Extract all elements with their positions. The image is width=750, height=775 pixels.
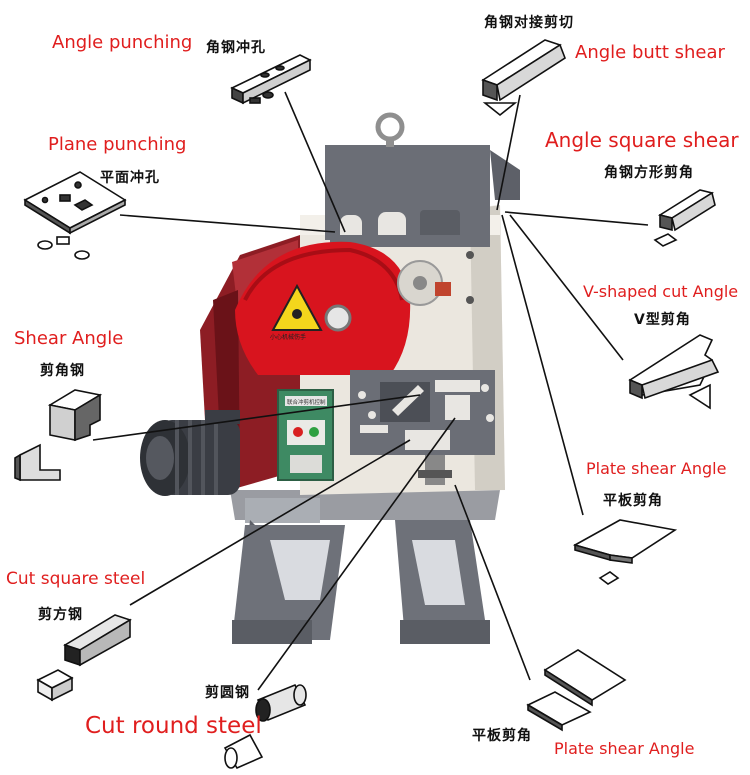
cut-round-part-icon <box>223 683 307 770</box>
angle-butt-shear-part-icon <box>481 39 566 117</box>
angle-square-shear-part-icon <box>653 189 716 247</box>
line-plane-punching <box>119 214 336 233</box>
line-plate-shear-2 <box>454 484 531 681</box>
label-plate-shear-1-cn: 平板剪角 <box>603 493 663 509</box>
label-plate-shear-2-en: Plate shear Angle <box>554 739 695 758</box>
line-cut-round <box>257 417 456 691</box>
flywheel-guard: 小心机械伤手 <box>235 241 411 375</box>
line-v-cut <box>509 214 624 361</box>
plate-shear-2-part-icon <box>526 649 627 732</box>
line-angle-square-shear <box>504 211 649 226</box>
plate-shear-1-part-icon <box>572 519 678 585</box>
label-angle-butt-shear-cn: 角钢对接剪切 <box>484 15 574 31</box>
label-plate-shear-2-cn: 平板剪角 <box>472 728 532 744</box>
cut-square-part-icon <box>36 614 132 702</box>
warning-sign-text: 小心机械伤手 <box>270 333 306 341</box>
label-plane-punching-en: Plane punching <box>48 134 187 155</box>
label-cut-round-en: Cut round steel <box>85 713 262 739</box>
angle-punching-part-icon <box>230 54 312 105</box>
plane-punching-part-icon <box>23 171 127 260</box>
label-angle-punching-cn: 角钢冲孔 <box>206 40 266 56</box>
label-shear-angle-cn: 剪角钢 <box>40 363 85 379</box>
label-cut-round-cn: 剪圆钢 <box>205 685 250 701</box>
v-cut-part-icon <box>628 334 720 410</box>
label-angle-square-shear-cn: 角钢方形剪角 <box>604 165 694 181</box>
line-cut-square <box>129 439 411 606</box>
callout-lines <box>92 91 649 691</box>
label-plane-punching-cn: 平面冲孔 <box>100 170 160 186</box>
label-angle-square-shear-en: Angle square shear <box>545 128 739 152</box>
label-v-cut-cn: V型剪角 <box>634 312 691 328</box>
panel-plate-text: 联合冲剪机控制 <box>287 398 326 406</box>
machine-stand <box>230 490 500 644</box>
label-shear-angle-en: Shear Angle <box>14 328 124 349</box>
label-v-cut-en: V-shaped cut Angle <box>583 282 739 301</box>
label-angle-butt-shear-en: Angle butt shear <box>575 42 725 63</box>
top-cover <box>325 112 520 247</box>
label-plate-shear-1-en: Plate shear Angle <box>586 459 727 478</box>
label-cut-square-en: Cut square steel <box>6 569 146 589</box>
line-plate-shear-1 <box>501 214 584 516</box>
control-panel: 联合冲剪机控制 <box>277 389 334 481</box>
line-angle-butt-shear <box>496 94 521 211</box>
shear-angle-part-icon <box>14 389 103 482</box>
motor <box>140 410 240 496</box>
lower-front-plate <box>350 370 495 485</box>
label-cut-square-cn: 剪方钢 <box>38 607 83 623</box>
line-angle-punching <box>284 91 346 233</box>
line-shear-angle <box>92 394 421 441</box>
gear-cover <box>397 260 451 306</box>
label-angle-punching-en: Angle punching <box>52 32 193 53</box>
